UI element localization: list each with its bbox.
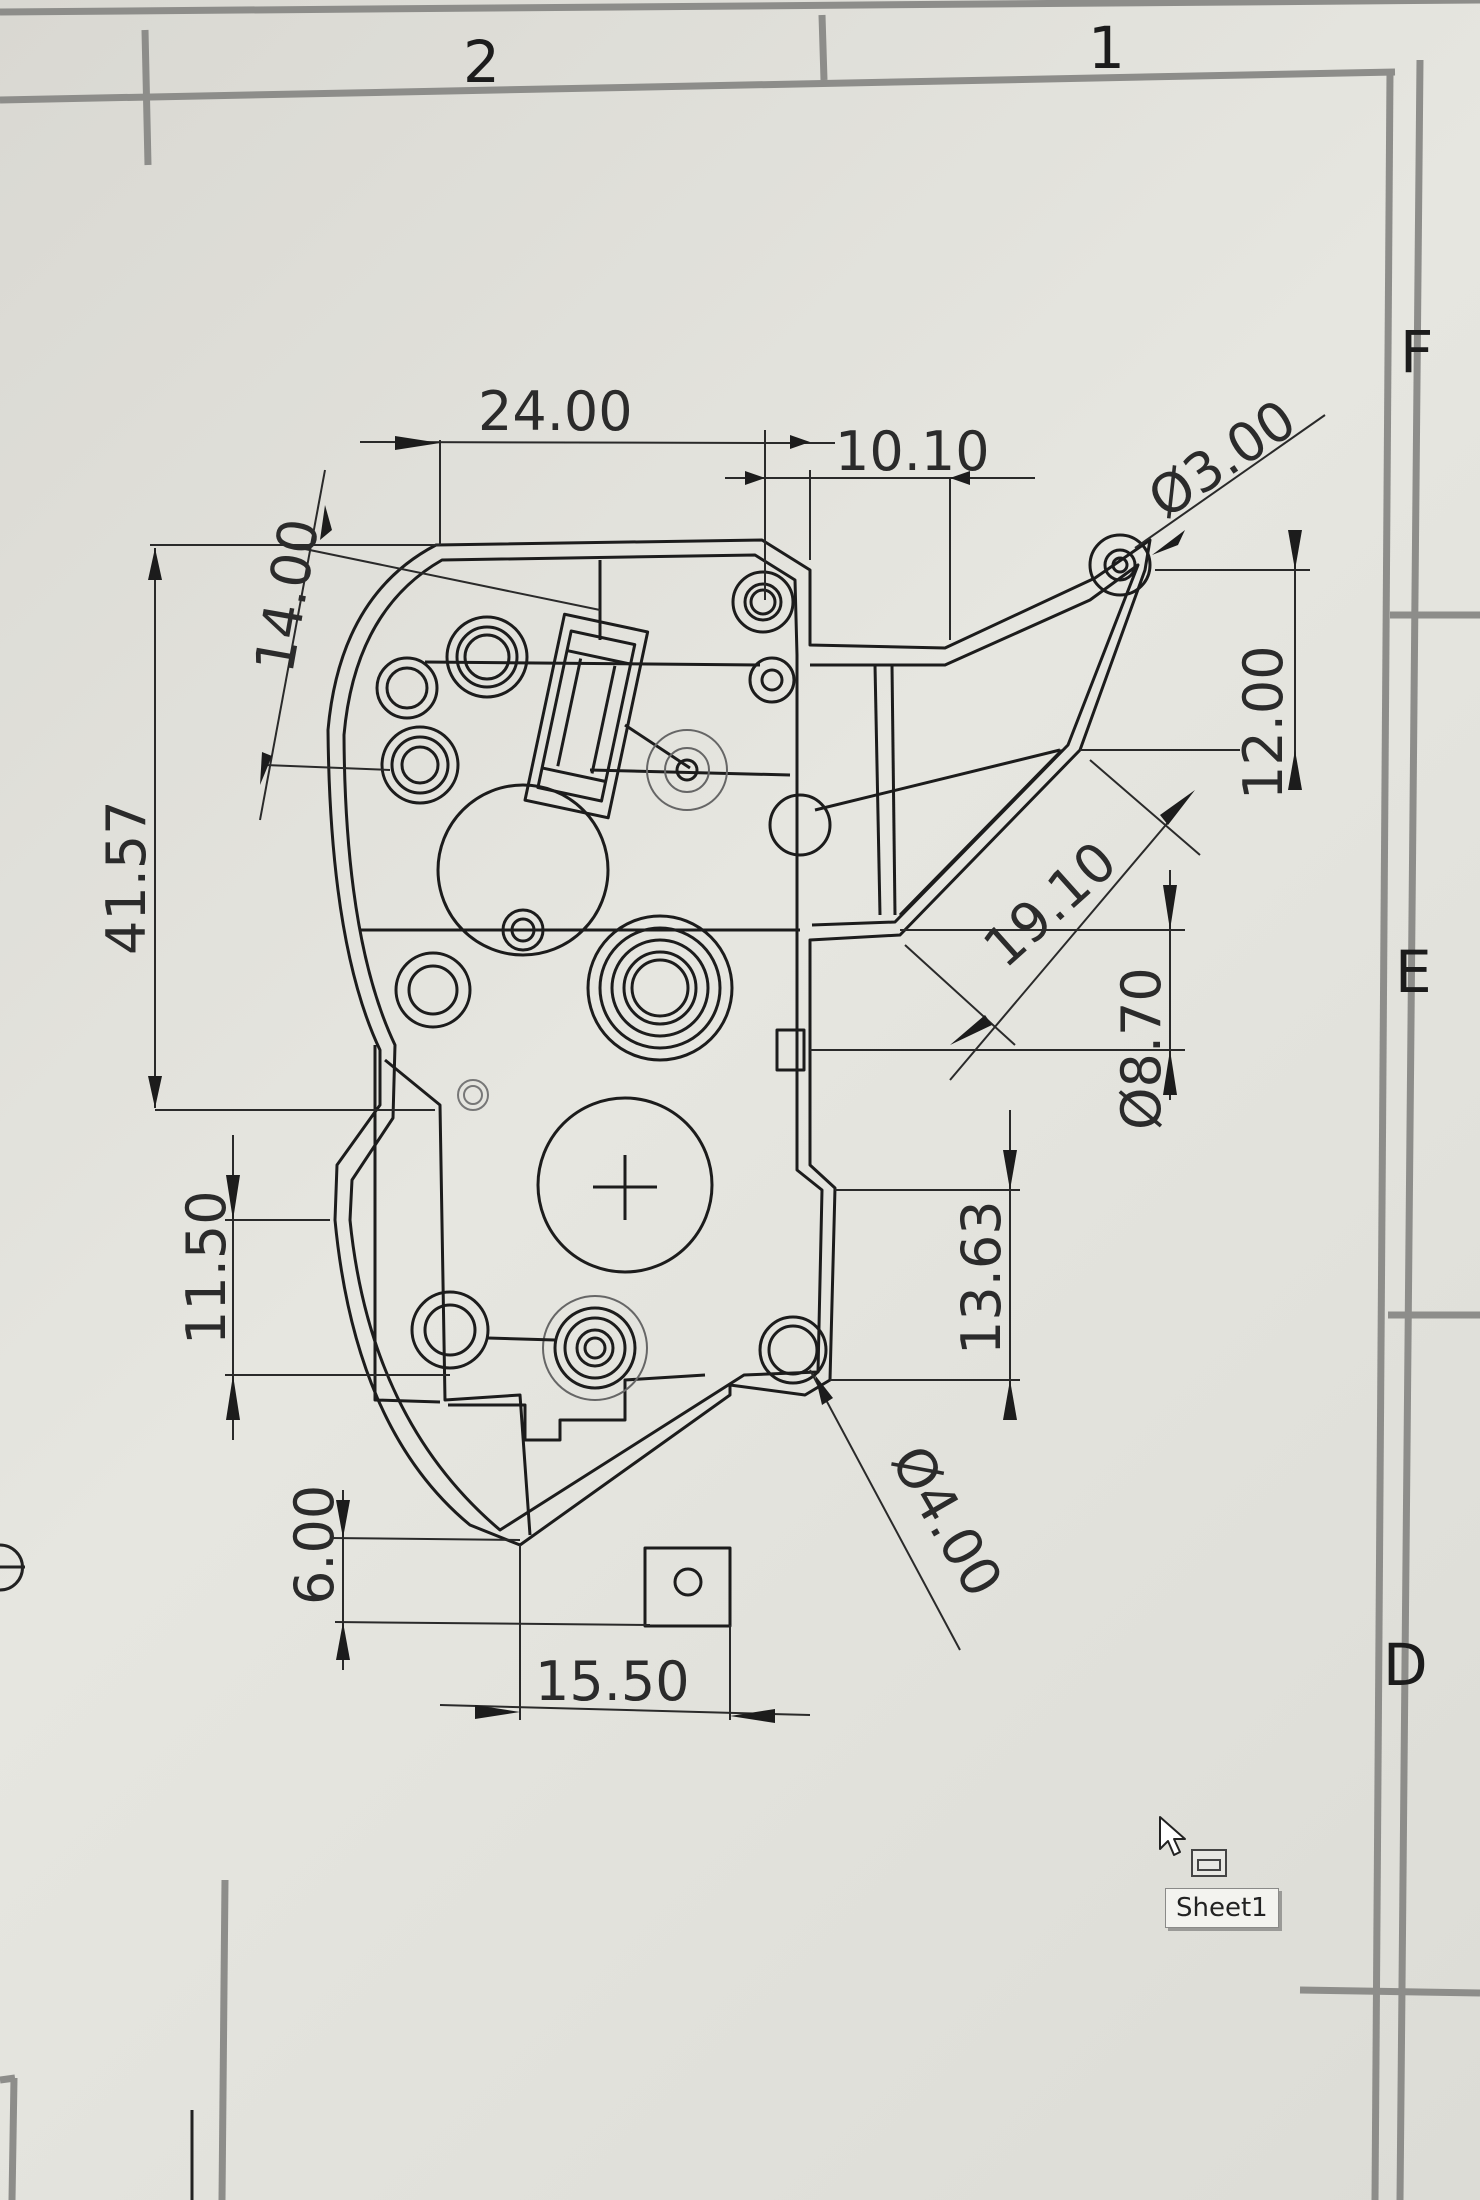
dim-10-10[interactable]: 10.10 — [835, 420, 990, 483]
dim-13-63[interactable]: 13.63 — [950, 1200, 1013, 1355]
rib-line-2 — [424, 660, 761, 667]
bottom-tab-hole — [673, 1567, 703, 1597]
zone-column-2: 2 — [463, 28, 500, 96]
dim-11-50[interactable]: 11.50 — [175, 1190, 238, 1345]
small-notch — [775, 1028, 806, 1072]
hole-flange-tip — [1088, 533, 1152, 597]
boss-left-mid — [380, 725, 460, 805]
rib-lower — [487, 1336, 556, 1342]
boss-center-large — [586, 914, 734, 1062]
bottom-tab — [643, 1546, 732, 1628]
part-view[interactable] — [326, 533, 1152, 1628]
dimension-arrowheads — [148, 435, 1302, 1723]
right-flange — [810, 563, 1140, 927]
boss-left-upper — [445, 615, 529, 699]
dim-dia-3-00[interactable]: Ø3.00 — [1137, 388, 1307, 531]
lower-pocket — [384, 1058, 532, 1536]
inner-wall-left — [373, 1045, 441, 1404]
dim-24-00[interactable]: 24.00 — [478, 380, 633, 443]
lower-slot — [448, 1373, 706, 1442]
hole-upper-right-2 — [748, 656, 796, 704]
dim-dia-8-70[interactable]: Ø8.70 — [1110, 967, 1173, 1130]
flange-web-1 — [873, 664, 882, 916]
flange-web-3 — [814, 748, 1061, 812]
large-hole-center — [536, 1096, 714, 1274]
hole-upper-right-1 — [731, 570, 795, 634]
dim-15-50[interactable]: 15.50 — [535, 1650, 690, 1713]
hole-left-small — [375, 656, 439, 720]
boss-left-lower — [394, 951, 472, 1029]
dim-19-10[interactable]: 19.10 — [972, 829, 1129, 979]
part-outline-inner — [342, 553, 824, 1532]
rib-line-3 — [589, 768, 791, 777]
dim-6-00[interactable]: 6.00 — [283, 1485, 346, 1605]
dimension-lines — [150, 414, 1326, 1720]
small-mark — [457, 1079, 489, 1111]
arrow-cursor-icon — [1159, 1816, 1186, 1856]
part-outline-outer — [326, 538, 1152, 1547]
connector-housing — [523, 612, 650, 820]
large-hole-upper — [436, 783, 610, 957]
zone-row-f: F — [1400, 318, 1433, 386]
zone-column-1: 1 — [1088, 14, 1125, 82]
dim-12-00[interactable]: 12.00 — [1232, 645, 1295, 800]
sheet-icon — [1191, 1849, 1227, 1877]
sheet-tab[interactable]: Sheet1 — [1165, 1888, 1279, 1928]
connector-wire — [624, 723, 691, 770]
hole-side-right — [768, 793, 832, 857]
zone-row-e: E — [1395, 938, 1432, 1006]
hole-lower-left — [410, 1290, 490, 1370]
flange-web-4 — [898, 748, 1064, 917]
zone-row-d: D — [1383, 1631, 1428, 1699]
hole-lower-right — [758, 1315, 828, 1385]
screw-boss-lower — [542, 1295, 648, 1401]
screw-boss-center — [646, 729, 728, 811]
dim-14-00[interactable]: 14.00 — [243, 514, 332, 677]
dim-dia-4-00[interactable]: Ø4.00 — [879, 1435, 1015, 1607]
dim-41-57[interactable]: 41.57 — [95, 800, 158, 955]
